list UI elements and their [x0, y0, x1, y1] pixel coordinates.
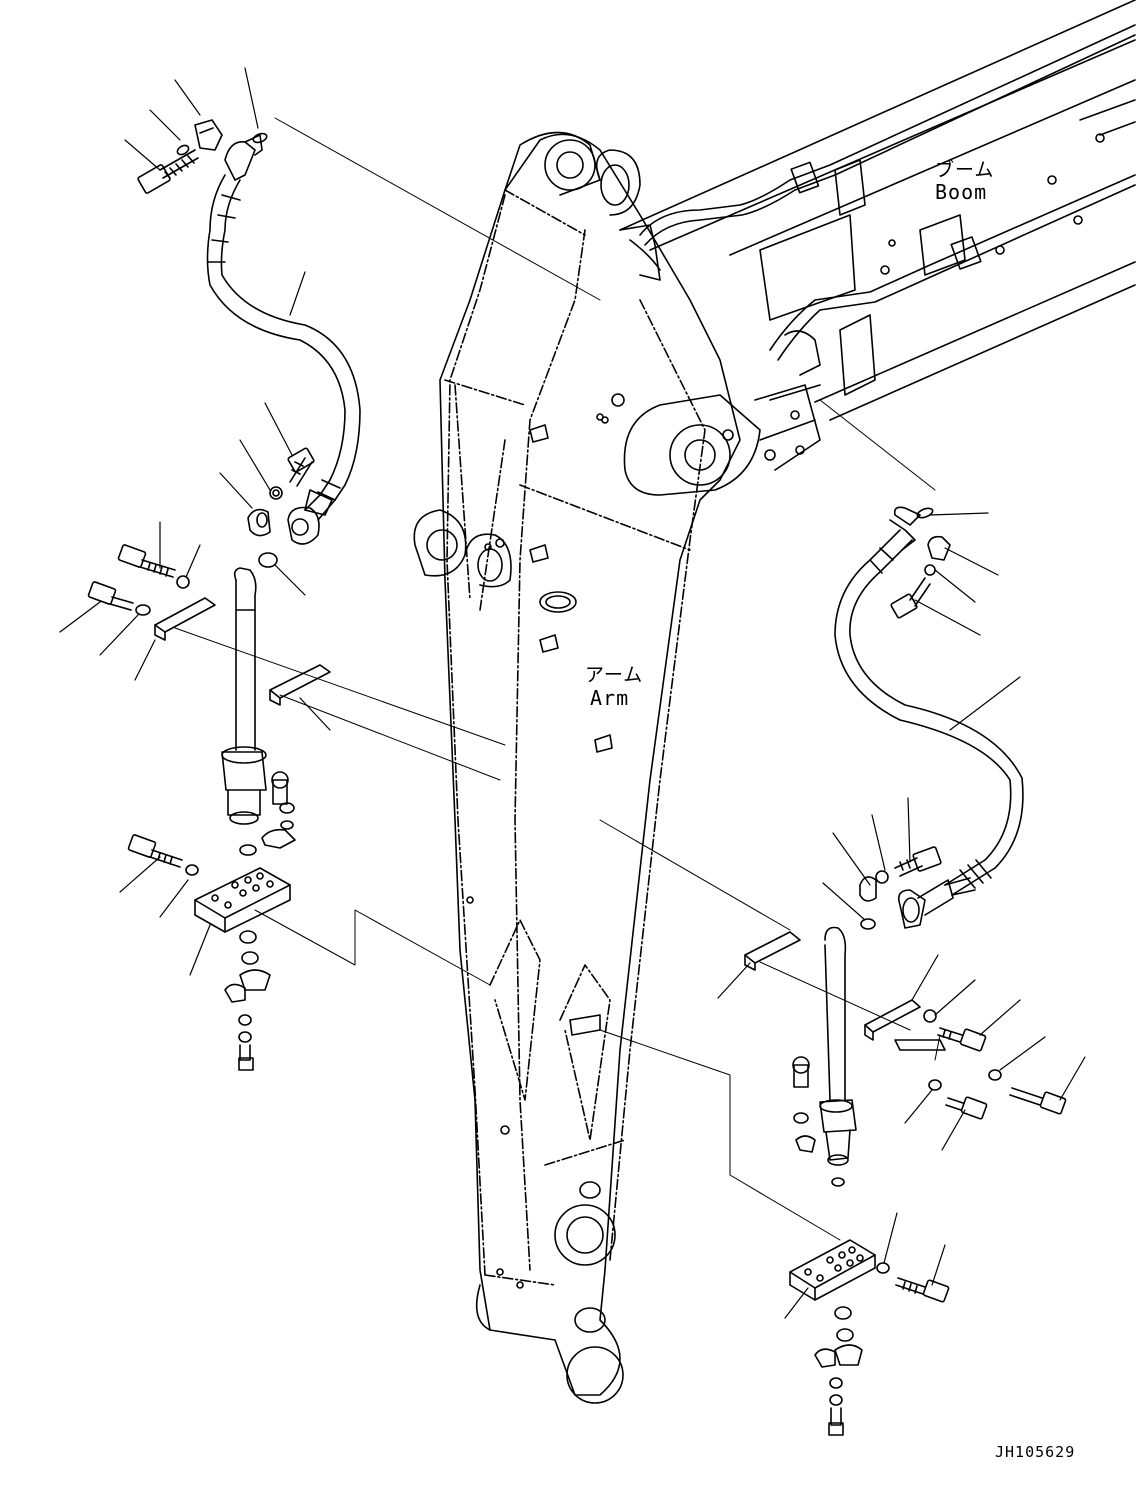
arm-structure [413, 131, 821, 1404]
left-mid-fittings [247, 447, 315, 568]
boom-label-en: Boom [935, 180, 988, 204]
left-manifold-block [127, 834, 291, 1071]
left-clamp-assembly [87, 544, 331, 856]
right-upper-fittings [890, 506, 951, 619]
right-mid-fittings [859, 846, 942, 930]
boom-label-jp: ブーム [935, 159, 995, 181]
boom-pipe-upper [639, 24, 1136, 246]
right-clamp-assembly [744, 926, 1067, 1187]
hose-right [834, 519, 1024, 929]
arm-label-jp: アーム [585, 664, 644, 686]
hose-left [206, 134, 361, 545]
boom-pipe-lower [769, 174, 1136, 361]
connector-lines [174, 117, 941, 1241]
right-manifold-block [789, 1239, 950, 1436]
leader-lines [59, 67, 1086, 1319]
drawing-code: JH105629 [995, 1443, 1076, 1461]
boom-structure [619, 0, 1136, 421]
arm-label-en: Arm [590, 686, 630, 710]
left-upper-fittings [137, 119, 268, 194]
